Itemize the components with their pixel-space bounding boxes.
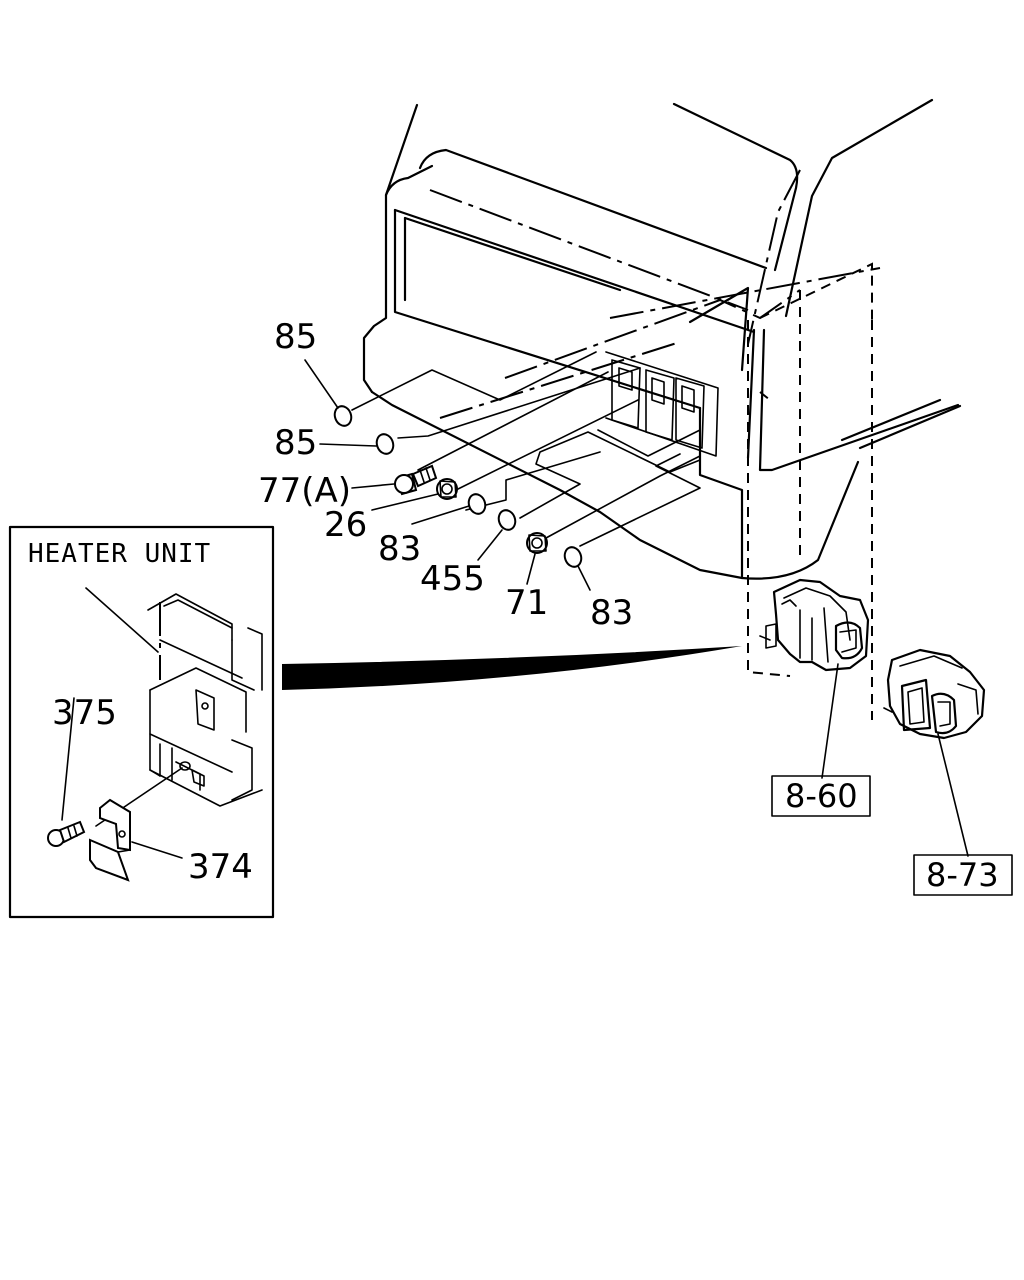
inset-callout-375: 375 xyxy=(52,693,117,733)
bracket-374 xyxy=(89,798,131,882)
reference-box-873: 8-73 xyxy=(913,854,1013,896)
callout-85-lower: 85 xyxy=(274,423,317,463)
callout-455: 455 xyxy=(420,559,485,599)
heater-unit-860 xyxy=(759,578,870,672)
cab-body xyxy=(362,98,962,580)
inset-callout-374: 374 xyxy=(188,847,253,887)
callout-85-upper: 85 xyxy=(274,317,317,357)
inset-pointer-arrow xyxy=(282,646,742,690)
callout-77a: 77(A) xyxy=(258,471,351,511)
nut-71 xyxy=(526,532,548,554)
grommet-83-b xyxy=(563,546,583,568)
inset-heater-unit: HEATER UNIT xyxy=(8,525,275,919)
grommet-85-upper xyxy=(333,405,353,427)
reference-860-label: 8-60 xyxy=(785,777,858,815)
heater-envelope-lines xyxy=(439,262,881,720)
mounting-area xyxy=(605,351,719,457)
grommet-83-a xyxy=(467,493,487,515)
leader-lines xyxy=(304,359,591,591)
callouts: 85 85 77(A) 26 83 455 71 83 xyxy=(258,317,633,633)
reference-leaders xyxy=(821,663,969,857)
bolt-77a xyxy=(394,464,438,496)
reference-873-label: 8-73 xyxy=(926,856,999,894)
fastener-lines xyxy=(351,351,701,547)
callout-26: 26 xyxy=(324,505,367,545)
callout-71: 71 xyxy=(505,583,548,623)
bolt-375 xyxy=(47,820,86,847)
heater-unit-873 xyxy=(883,648,986,740)
callout-83-a: 83 xyxy=(378,529,421,569)
small-parts xyxy=(333,405,583,568)
inset-title: HEATER UNIT xyxy=(28,539,211,569)
callout-83-b: 83 xyxy=(590,593,633,633)
grommet-455 xyxy=(497,509,517,531)
grommet-85-lower xyxy=(375,433,395,455)
nut-26 xyxy=(436,478,458,500)
reference-box-860: 8-60 xyxy=(771,775,871,817)
